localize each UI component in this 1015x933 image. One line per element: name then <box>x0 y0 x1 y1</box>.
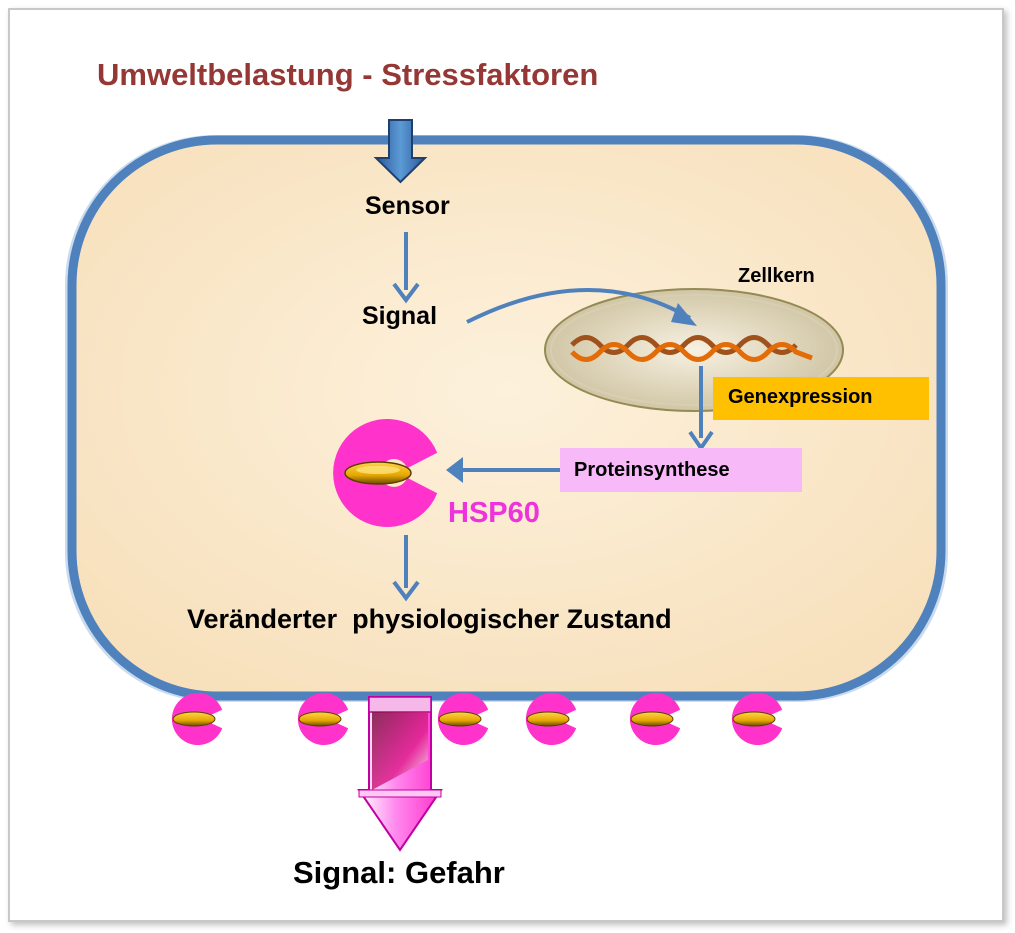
membrane-hsp-1-icon <box>171 693 223 745</box>
danger-signal-arrow-icon <box>357 696 443 852</box>
changed-state-label: Veränderter physiologischer Zustand <box>187 604 672 634</box>
protein-to-hsp-arrowhead-icon <box>446 457 463 483</box>
diagram-title: Umweltbelastung - Stressfaktoren <box>97 57 599 92</box>
nucleus-label: Zellkern <box>738 265 815 287</box>
stress-input-arrow-icon <box>373 119 428 184</box>
membrane-hsp-5-icon <box>629 692 681 745</box>
sensor-label: Sensor <box>365 192 450 220</box>
protein-synthesis-box: Proteinsynthese <box>560 448 802 492</box>
hsp60-label: HSP60 <box>448 497 540 529</box>
dna-helix-icon <box>570 335 813 362</box>
gene-expression-box: Genexpression <box>713 377 929 420</box>
danger-signal-label: Signal: Gefahr <box>293 855 505 890</box>
gene-expression-label: Genexpression <box>728 386 873 408</box>
membrane-hsp-3-icon <box>437 692 489 745</box>
sensor-to-signal-arrowhead-icon <box>392 282 420 304</box>
signal-to-nucleus-arrowhead-icon <box>671 303 697 326</box>
hsp60-chaperone-icon <box>333 419 438 527</box>
membrane-hsp-2-icon <box>297 693 349 745</box>
cell-membrane <box>67 135 946 701</box>
membrane-hsp-4-icon <box>525 692 577 745</box>
signal-label: Signal <box>362 302 438 330</box>
signal-to-nucleus-arrow <box>466 288 692 324</box>
protein-synthesis-label: Proteinsynthese <box>574 459 730 481</box>
membrane-hsp-6-icon <box>731 692 783 745</box>
hsp-to-state-arrowhead-icon <box>392 580 420 602</box>
